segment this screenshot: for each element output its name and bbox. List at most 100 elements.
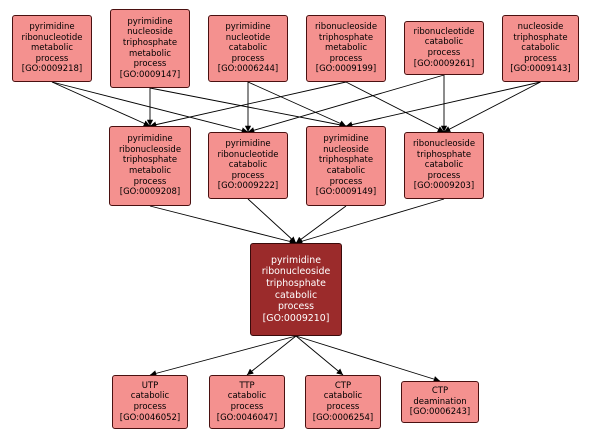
node-go-0009208[interactable]: pyrimidine ribonucleoside triphosphate m… xyxy=(109,126,191,206)
node-go-id: [GO:0046047] xyxy=(216,412,278,423)
edge-arrow xyxy=(295,205,347,244)
edge-arrow xyxy=(345,81,445,133)
edge-arrow xyxy=(149,81,347,128)
node-label-line: process xyxy=(329,53,363,64)
node-label-line: triphosphate xyxy=(318,32,374,43)
edge-arrow xyxy=(247,74,445,134)
node-go-0009218[interactable]: pyrimidine ribonucleotide metabolic proc… xyxy=(12,15,92,82)
edge-arrow xyxy=(247,198,297,244)
edge-arrow xyxy=(247,81,347,127)
node-label-line: pyrimidine xyxy=(127,16,173,27)
node-label-line: triphosphate xyxy=(513,32,568,43)
node-label-line: metabolic xyxy=(128,48,172,59)
node-go-id: [GO:0009222] xyxy=(217,181,279,192)
node-label-line: triphosphate xyxy=(266,277,326,289)
node-label-line: triphosphate xyxy=(416,149,472,160)
node-go-id: [GO:0009147] xyxy=(119,69,181,80)
edge-arrow xyxy=(295,335,441,383)
node-label-line: UTP xyxy=(141,380,159,391)
node-go-0009222[interactable]: pyrimidine ribonucleotide catabolic proc… xyxy=(208,132,288,199)
node-go-0009149[interactable]: pyrimidine nucleoside triphosphate catab… xyxy=(306,126,386,206)
node-go-0006254[interactable]: CTP catabolic process [GO:0006254] xyxy=(305,375,381,429)
node-label-line: ribonucleoside xyxy=(261,266,331,278)
node-go-0046047[interactable]: TTP catabolic process [GO:0046047] xyxy=(209,375,285,429)
node-label-line: catabolic xyxy=(323,391,363,402)
node-go-id: [GO:0006244] xyxy=(217,64,279,75)
node-label-line: process xyxy=(133,59,167,70)
node-label-line: deamination xyxy=(413,396,467,407)
node-go-id: [GO:0009218] xyxy=(21,64,83,75)
node-label-line: process xyxy=(427,170,461,181)
node-label-line: process xyxy=(133,176,167,187)
node-label-line: ribonucleoside xyxy=(314,22,378,33)
node-label-line: metabolic xyxy=(30,43,74,54)
node-label-line: pyrimidine xyxy=(271,254,321,266)
node-go-id: [GO:0046052] xyxy=(119,412,181,423)
node-label-line: catabolic xyxy=(521,43,560,54)
node-label-line: ribonucleotide xyxy=(21,32,83,43)
node-go-id: [GO:0006243] xyxy=(409,407,471,418)
node-label-line: process xyxy=(231,53,265,64)
node-label-line: process xyxy=(524,53,557,64)
node-label-line: ribonucleotide xyxy=(413,26,475,37)
node-go-id: [GO:0009210] xyxy=(262,312,330,324)
node-label-line: CTP xyxy=(431,386,449,397)
node-go-0009143[interactable]: nucleoside triphosphate catabolic proces… xyxy=(502,15,579,82)
edge-arrow xyxy=(246,335,297,376)
node-label-line: ribonucleotide xyxy=(217,149,279,160)
node-label-line: process xyxy=(231,170,265,181)
node-go-id: [GO:0009149] xyxy=(315,187,377,198)
node-label-line: catabolic xyxy=(274,289,318,301)
node-label-line: metabolic xyxy=(324,43,368,54)
node-label-line: metabolic xyxy=(128,166,172,176)
node-label-line: nucleoside xyxy=(517,22,564,33)
node-label-line: process xyxy=(230,402,264,412)
node-label-line: catabolic xyxy=(424,37,464,48)
node-label-line: process xyxy=(326,402,360,412)
node-go-0046052[interactable]: UTP catabolic process [GO:0046052] xyxy=(112,375,188,429)
edge-arrow xyxy=(295,335,344,376)
node-label-line: catabolic xyxy=(424,160,464,171)
edge-arrow xyxy=(149,335,297,377)
node-go-0009199[interactable]: ribonucleoside triphosphate metabolic pr… xyxy=(306,15,386,82)
node-label-line: nucleotide xyxy=(225,32,271,43)
node-label-line: pyrimidine xyxy=(323,134,369,145)
node-go-id: [GO:0009199] xyxy=(315,64,377,75)
node-label-line: nucleoside xyxy=(127,27,173,38)
node-label-line: process xyxy=(133,402,167,412)
node-label-line: CTP xyxy=(334,380,352,391)
edge-arrow xyxy=(51,81,151,127)
node-label-line: pyrimidine xyxy=(225,22,271,33)
node-label-line: TTP xyxy=(239,380,255,391)
node-label-line: triphosphate xyxy=(318,155,374,166)
node-go-id: [GO:0009143] xyxy=(510,64,571,75)
node-go-0009203[interactable]: ribonucleoside triphosphate catabolic pr… xyxy=(404,132,484,199)
node-label-line: ribonucleoside xyxy=(118,144,182,155)
node-label-line: catabolic xyxy=(228,160,268,171)
node-go-0009261[interactable]: ribonucleotide catabolic process [GO:000… xyxy=(404,21,484,75)
node-label-line: ribonucleoside xyxy=(412,139,476,150)
node-go-id: [GO:0006254] xyxy=(312,412,374,423)
node-label-line: process xyxy=(329,176,363,187)
node-go-id: [GO:0009203] xyxy=(413,181,475,192)
node-go-0009147[interactable]: pyrimidine nucleoside triphosphate metab… xyxy=(110,9,190,88)
node-go-id: [GO:0009208] xyxy=(119,187,181,198)
node-label-line: triphosphate xyxy=(122,155,178,166)
node-go-0006244[interactable]: pyrimidine nucleotide catabolic process … xyxy=(208,15,288,82)
node-label-line: catabolic xyxy=(326,166,366,176)
node-go-0009210-focus[interactable]: pyrimidine ribonucleoside triphosphate c… xyxy=(250,243,342,336)
node-label-line: catabolic xyxy=(130,391,170,402)
node-go-0006243[interactable]: CTP deamination [GO:0006243] xyxy=(401,381,479,423)
node-label-line: pyrimidine xyxy=(225,139,271,150)
edge-arrow xyxy=(345,81,541,128)
node-go-id: [GO:0009261] xyxy=(413,58,475,69)
node-label-line: pyrimidine xyxy=(127,134,173,145)
edge-arrow xyxy=(149,205,297,245)
node-label-line: process xyxy=(35,53,69,64)
edge-arrow xyxy=(295,198,445,245)
node-label-line: process xyxy=(277,301,315,313)
node-label-line: catabolic xyxy=(228,43,268,54)
node-label-line: triphosphate xyxy=(122,37,178,48)
